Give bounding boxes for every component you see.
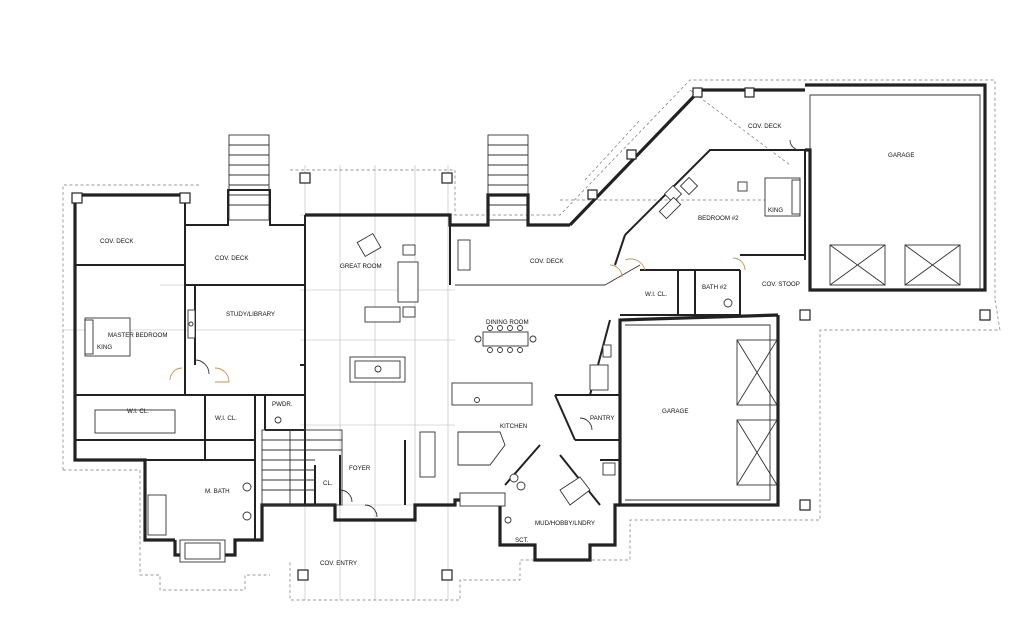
room-label-cov-entry: COV. ENTRY [320,560,357,567]
room-label-wi-cl-right: W.I. CL. [645,291,667,298]
grid-lines [63,165,455,600]
room-label-cov-deck-left: COV. DECK [100,238,134,245]
roof-overhang-lines [62,79,1001,601]
door-swings [169,139,801,518]
room-label-garage-mid: GARAGE [662,408,688,415]
room-label-master-bedroom: MASTER BEDROOM [108,332,167,339]
room-label-cl: CL. [323,480,333,487]
room-label-sct: SCT. [515,537,529,544]
room-label-cov-deck-center: COV. DECK [530,258,564,265]
furniture [84,176,801,563]
bed-label-king-master: KING [97,344,112,351]
room-label-mud: MUD/HOBBY/LNDRY [535,520,595,527]
room-label-pwdr: PWDR. [272,401,293,408]
room-label-cov-deck-right: COV. DECK [748,123,782,130]
room-label-cov-deck-2: COV. DECK [215,255,249,262]
posts [71,87,991,581]
room-label-cov-stoop: COV. STOOP [762,281,800,288]
exterior-stairs-left [228,134,270,221]
room-label-great-room: GREAT ROOM [340,263,382,270]
room-label-kitchen: KITCHEN [500,423,527,430]
garage-doors [625,94,981,501]
room-label-bath2: BATH #2 [702,284,727,291]
room-labels: COV. DECK COV. DECK GREAT ROOM COV. DECK… [97,123,914,567]
room-label-foyer: FOYER [349,465,371,472]
room-label-m-bath: M. BATH [205,488,230,495]
room-label-dining: DINING ROOM [486,319,529,326]
room-label-pantry: PANTRY [590,415,615,422]
room-label-wi-cl-1: W.I. CL. [127,408,149,415]
room-label-bedroom2: BEDROOM #2 [698,215,739,222]
room-label-wi-cl-2: W.I. CL. [215,415,237,422]
room-label-garage-top: GARAGE [888,152,914,159]
interior-stairs [261,429,343,506]
exterior-stairs-center [487,134,529,221]
bed-label-king-bed2: KING [768,207,783,214]
room-label-study: STUDY/LIBRARY [226,311,275,318]
